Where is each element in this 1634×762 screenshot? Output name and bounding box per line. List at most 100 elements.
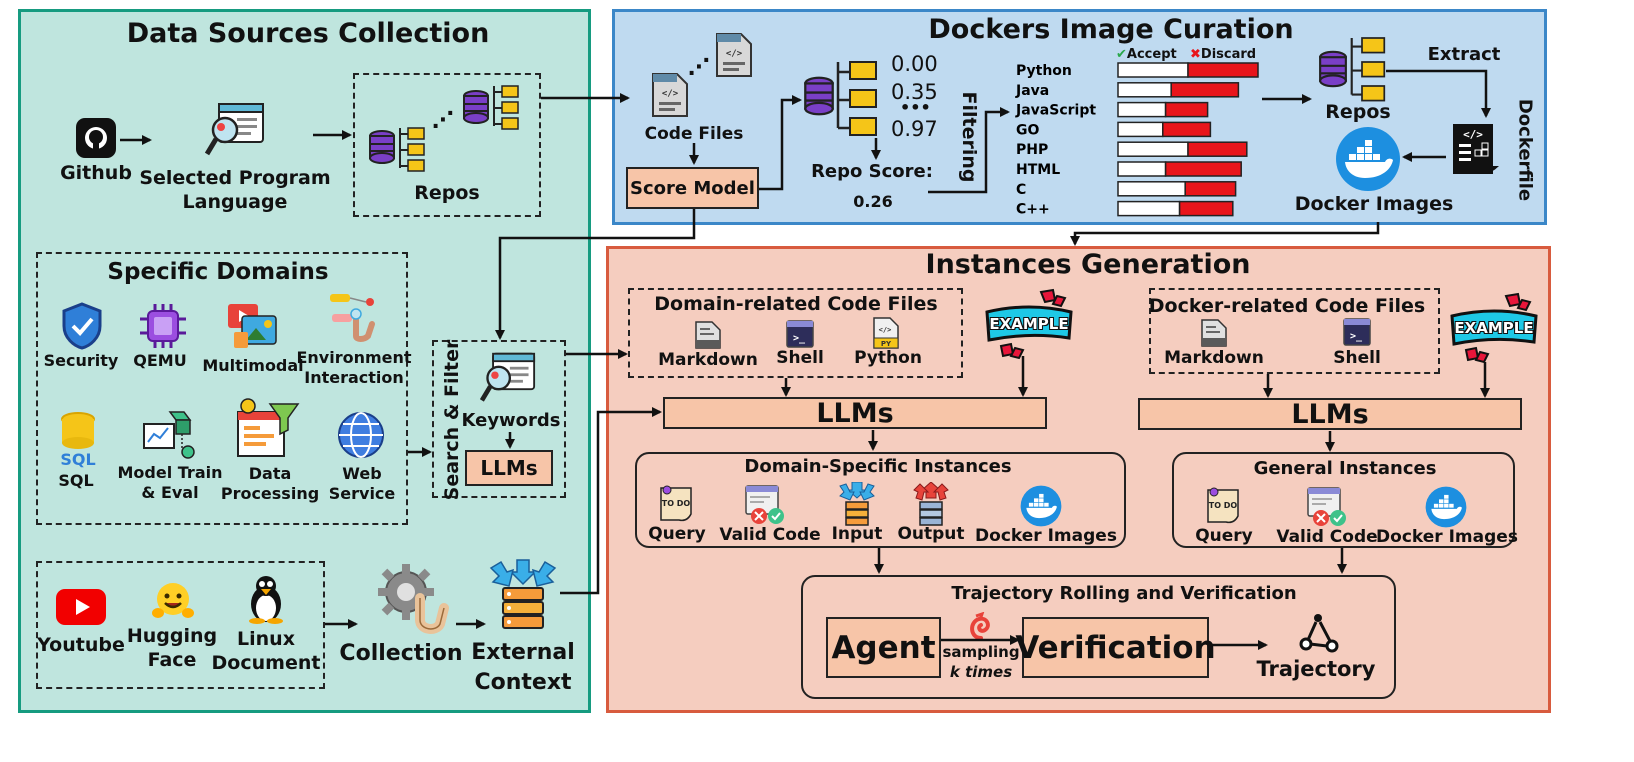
hugging-face-line1: Hugging [126,625,218,647]
markdown-file-icon [694,320,722,350]
repos-label: Repos [414,182,480,204]
accept-bar [1117,181,1186,197]
general-instances-box [1172,452,1515,548]
discard-bar [1170,82,1240,98]
accept-bar [1117,141,1189,157]
external-sources-box [36,561,325,689]
discard-bar [1187,141,1248,157]
server-inbound-icon [487,558,559,630]
search-filter-label: Search & Filter [441,339,463,501]
database-icon [462,90,490,124]
discard-label: Discard [1200,47,1257,62]
hugging-face-line2: Face [147,649,197,671]
domain-data: Data [248,464,292,483]
domain-environment: Environment [296,348,412,367]
docker-curation-title: Dockers Image Curation [928,14,1294,45]
specific-domains-box [36,252,408,525]
shield-icon [60,302,104,350]
score-3: 0.97 [891,117,938,141]
todo-note-icon: TO DO [657,484,697,524]
curation-docker-images-label: Docker Images [1294,193,1454,215]
accept-bar [1117,200,1181,217]
collection-label: Collection [339,641,463,666]
database-icon [1318,50,1348,88]
folder-tree-icon [836,58,878,136]
docker-icon [1335,126,1401,192]
keywords-label: Keywords [461,410,561,431]
chart-category-label: C++ [1016,202,1050,218]
python-file-icon: </> PY [872,316,900,350]
database-icon [368,130,396,164]
discard-bar [1187,62,1259,78]
svg-text:</>: </> [879,326,892,334]
markdown-file-icon [1200,318,1228,348]
chart-category-label: Java [1015,83,1049,99]
repo-score-label: Repo Score: [811,161,933,182]
domain-docker-images-label: Docker Images [975,526,1117,546]
domain-llms-box: LLMs [663,397,1047,429]
external-context-line2: Context [474,670,572,695]
instances-panel [606,246,1551,713]
linux-document-line2: Document [211,652,321,674]
model-train-icon [140,408,196,460]
youtube-icon [56,589,106,625]
cross-icon: ✖ [1190,47,1201,62]
svg-text:PY: PY [881,340,892,348]
score-ellipsis: ••• [900,98,931,117]
svg-text:</>: </> [726,49,743,59]
hugging-face-icon [152,581,194,621]
domain-sql: SQL [58,471,94,490]
touch-interaction-icon [328,292,380,342]
accept-bar [1117,101,1167,118]
multimodal-icon [226,302,280,352]
example-label-right: EXAMPLE [1454,319,1534,337]
ellipsis-text: ⋰ [688,55,710,80]
todo-text: TO DO [662,499,691,508]
curation-repos-label: Repos [1325,101,1391,123]
docker-llms-box: LLMs [1138,398,1522,430]
repos-box [353,73,541,217]
domain-qemu: QEMU [133,351,187,370]
code-files-label: Code Files [644,124,744,144]
specific-domains-title: Specific Domains [107,259,329,285]
discard-bar [1164,161,1242,177]
sampling-spiral-icon [966,611,996,642]
discard-bar [1162,121,1212,138]
score-0: 0.00 [891,52,938,76]
score-model-box: Score Model [626,167,759,209]
instances-title: Instances Generation [925,249,1251,280]
dockerfile-label: Dockerfile [1514,98,1536,202]
todo-text: TO DO [1209,501,1238,510]
sql-database-icon: SQL [56,412,100,469]
docker-code-files-box [1149,288,1440,374]
svg-text:>_: >_ [1350,331,1363,342]
shell-file-icon: >_ [1343,318,1371,346]
verification-box: Verification [1015,617,1216,678]
chart-category-label: Python [1016,63,1072,79]
domain-web: Web [342,464,382,483]
browser-search-icon [479,350,536,406]
dockerfile-icon: </> [1451,122,1501,180]
check-icon: ✔ [1116,47,1127,62]
discard-bar [1164,101,1209,118]
domain-markdown-label: Markdown [658,350,758,370]
svg-text:</>: </> [1463,128,1483,141]
domain-multimodal: Multimodal [202,356,304,375]
discard-bar [1178,200,1234,217]
accept-bar [1117,161,1167,177]
agent-box: Agent [826,617,941,678]
general-valid-code-label: Valid Code [1276,527,1378,547]
discard-legend: ✖Discard [1190,47,1256,62]
domain-security: Security [43,351,119,370]
svg-text:</>: </> [662,89,679,99]
globe-icon [336,410,386,460]
domain-code-files-title: Domain-related Code Files [654,293,938,315]
external-context-line1: External [471,640,575,665]
docker-icon [1020,485,1062,527]
sampling-label: sampling [942,643,1020,661]
data-sources-title: Data Sources Collection [126,18,490,49]
valid-code-icon [744,484,786,526]
accept-bar [1117,121,1164,138]
repo-score-value: 0.26 [853,192,893,211]
